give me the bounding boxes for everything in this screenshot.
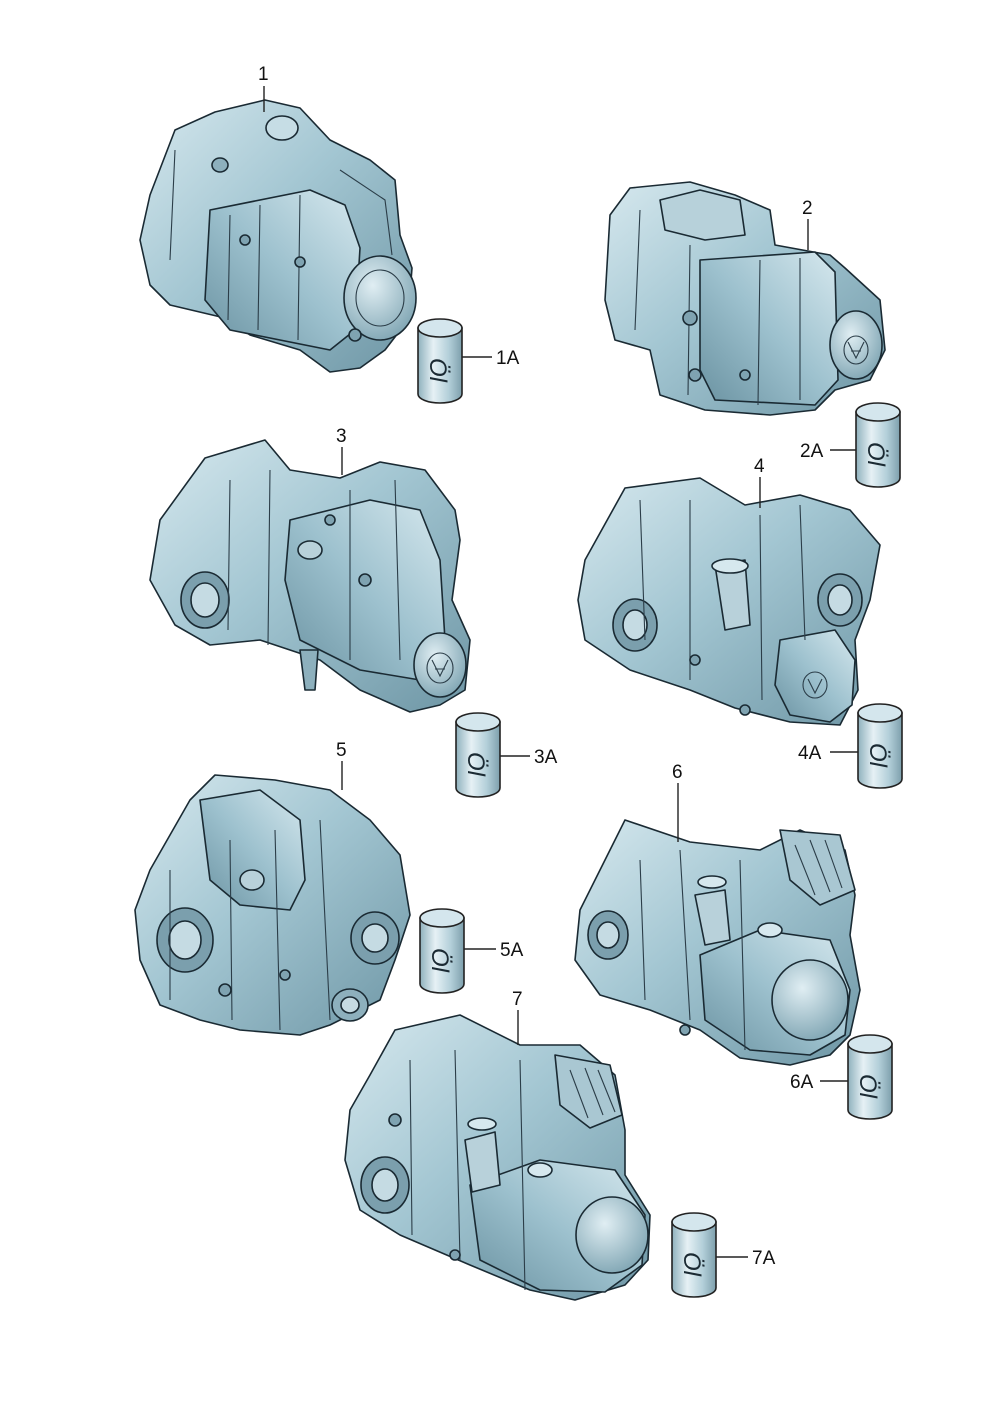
svg-text:Öl: Öl — [426, 948, 453, 973]
svg-text:Öl: Öl — [424, 358, 451, 383]
gearbox-7 — [344, 1014, 651, 1301]
oil-can-5a: Öl — [419, 908, 465, 994]
callout-4: 4 — [754, 456, 765, 477]
leader-lines — [263, 86, 858, 1258]
callout-4a: 4A — [798, 743, 822, 764]
callout-5: 5 — [336, 740, 347, 761]
callout-7: 7 — [512, 989, 523, 1010]
callout-3: 3 — [336, 426, 347, 447]
callout-6: 6 — [672, 762, 683, 783]
gearbox-3 — [149, 439, 471, 713]
oil-can-7a: Öl — [671, 1212, 717, 1298]
callout-1: 1 — [258, 64, 269, 85]
callout-2: 2 — [802, 198, 813, 219]
svg-text:Öl: Öl — [678, 1252, 705, 1277]
callout-5a: 5A — [500, 940, 524, 961]
gearbox-6 — [574, 819, 861, 1066]
callout-6a: 6A — [790, 1072, 814, 1093]
callout-1a: 1A — [496, 348, 520, 369]
callout-labels: 1 2 3 4 5 6 7 1A 2A 3A 4A 5A 6A 7A — [258, 64, 824, 1269]
svg-text:Öl: Öl — [864, 743, 891, 768]
svg-text:Öl: Öl — [862, 442, 889, 467]
gearbox-2 — [604, 181, 886, 416]
callout-3a: 3A — [534, 747, 558, 768]
callout-2a: 2A — [800, 441, 824, 462]
oil-can-2a: Öl — [855, 402, 901, 488]
svg-text:Öl: Öl — [854, 1074, 881, 1099]
svg-text:Öl: Öl — [462, 752, 489, 777]
gearbox-1 — [139, 99, 417, 373]
oil-can-4a: Öl — [857, 703, 903, 789]
oil-can-3a: Öl — [455, 712, 501, 798]
oil-can-6a: Öl — [847, 1034, 893, 1120]
callout-7a: 7A — [752, 1248, 776, 1269]
gearbox-4 — [577, 477, 881, 726]
gearbox-5 — [134, 774, 411, 1036]
oil-can-1a: Öl — [417, 318, 463, 404]
